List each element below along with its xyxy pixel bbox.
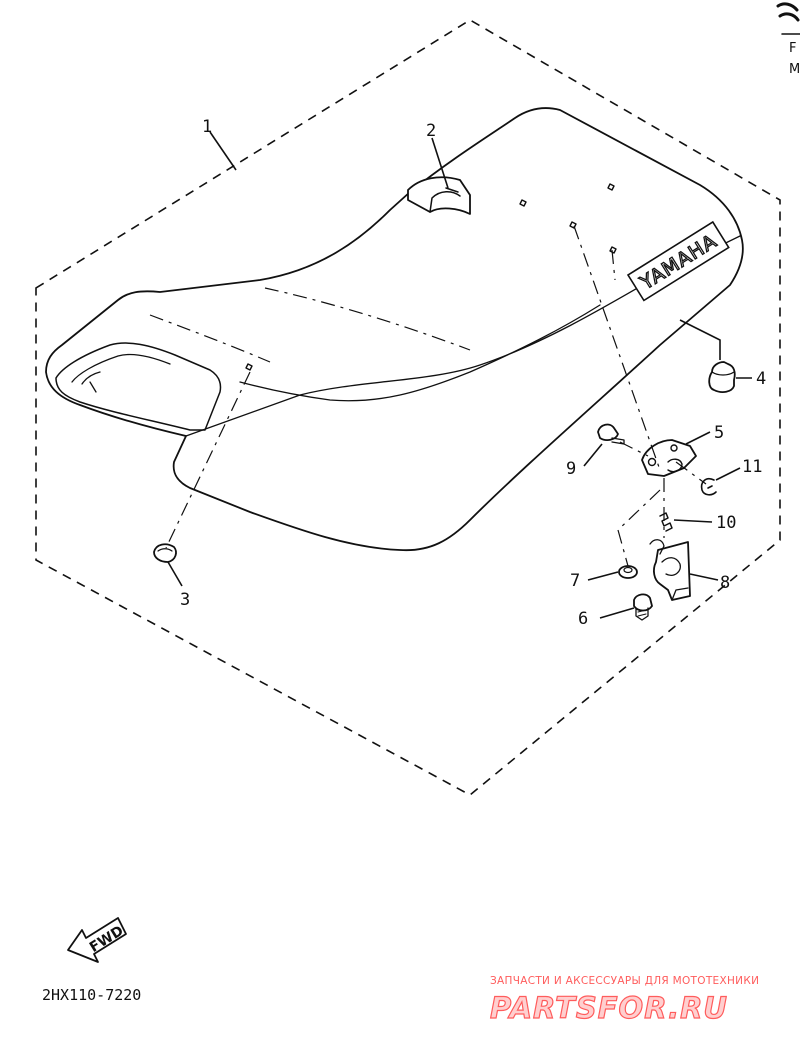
- callout-6: 6: [578, 609, 588, 629]
- part-7-collar: [618, 565, 638, 579]
- part-5-bracket: [641, 439, 697, 477]
- seat-recess-hook: [81, 371, 101, 393]
- leader-8: [689, 573, 719, 581]
- seat-storage-recess: [55, 342, 222, 431]
- part-3-cushion: [153, 543, 177, 563]
- seat: YAMAHA: [45, 107, 744, 552]
- leader-2: [431, 137, 449, 189]
- watermark-logo: PARTSFOR.RU: [490, 991, 728, 1025]
- leader-7: [587, 571, 619, 581]
- assembly-line-7-route: [617, 489, 661, 567]
- seat-outline: [45, 107, 744, 552]
- leader-1: [209, 131, 237, 171]
- part-9-pin: [597, 423, 625, 445]
- callout-8: 8: [720, 573, 730, 593]
- watermark-tagline: ЗАПЧАСТИ И АКСЕССУАРЫ ДЛЯ МОТОТЕХНИКИ: [490, 975, 759, 987]
- seat-hole-a: [519, 199, 527, 207]
- seat-hole-d: [609, 246, 617, 254]
- callout-5: 5: [714, 423, 724, 443]
- assembly-line-9-to-5: [619, 441, 649, 457]
- leader-9: [583, 443, 603, 467]
- callout-7: 7: [570, 571, 580, 591]
- part-8-lock-plate: [649, 539, 691, 601]
- assembly-line-hole-d: [611, 249, 616, 281]
- assembly-boundary: [35, 19, 781, 796]
- seat-hole-e: [245, 363, 253, 371]
- assembly-line-seat-to-3: [165, 371, 251, 549]
- callout-11: 11: [742, 457, 762, 477]
- part-2-hook: [407, 176, 471, 215]
- corner-mark: [776, 2, 800, 22]
- callout-10: 10: [716, 513, 736, 533]
- part-11-clip: [700, 477, 717, 496]
- seat-contour-line-a: [264, 287, 471, 351]
- margin-char-f: F: [789, 41, 796, 56]
- seat-recess-inner: [71, 353, 171, 383]
- seat-hole-b: [607, 183, 615, 191]
- diagram-code: 2HX110-7220: [42, 986, 141, 1004]
- fwd-arrow: FWD: [67, 917, 127, 963]
- leader-3: [167, 561, 183, 587]
- seat-hole-c: [569, 221, 577, 229]
- leader-10: [673, 519, 713, 523]
- part-10-spring: [659, 512, 673, 532]
- assembly-line-5-to-11: [675, 461, 707, 485]
- leader-5: [685, 431, 711, 445]
- leader-11: [715, 467, 741, 481]
- callout-4: 4: [756, 369, 766, 389]
- callout-1: 1: [202, 117, 212, 137]
- assembly-line-hole-to-5: [573, 225, 661, 471]
- seat-contour-line-b: [149, 314, 271, 363]
- leader-6: [599, 607, 635, 619]
- part-4-damper: [708, 361, 736, 393]
- leader-4: [679, 319, 752, 379]
- seat-seam-rear: [239, 304, 601, 402]
- callout-2: 2: [426, 121, 436, 141]
- callout-3: 3: [180, 590, 190, 610]
- margin-char-m: M: [789, 62, 800, 77]
- part-6-bolt: [633, 593, 653, 621]
- seat-seam-side: [185, 235, 741, 437]
- callout-9: 9: [566, 459, 576, 479]
